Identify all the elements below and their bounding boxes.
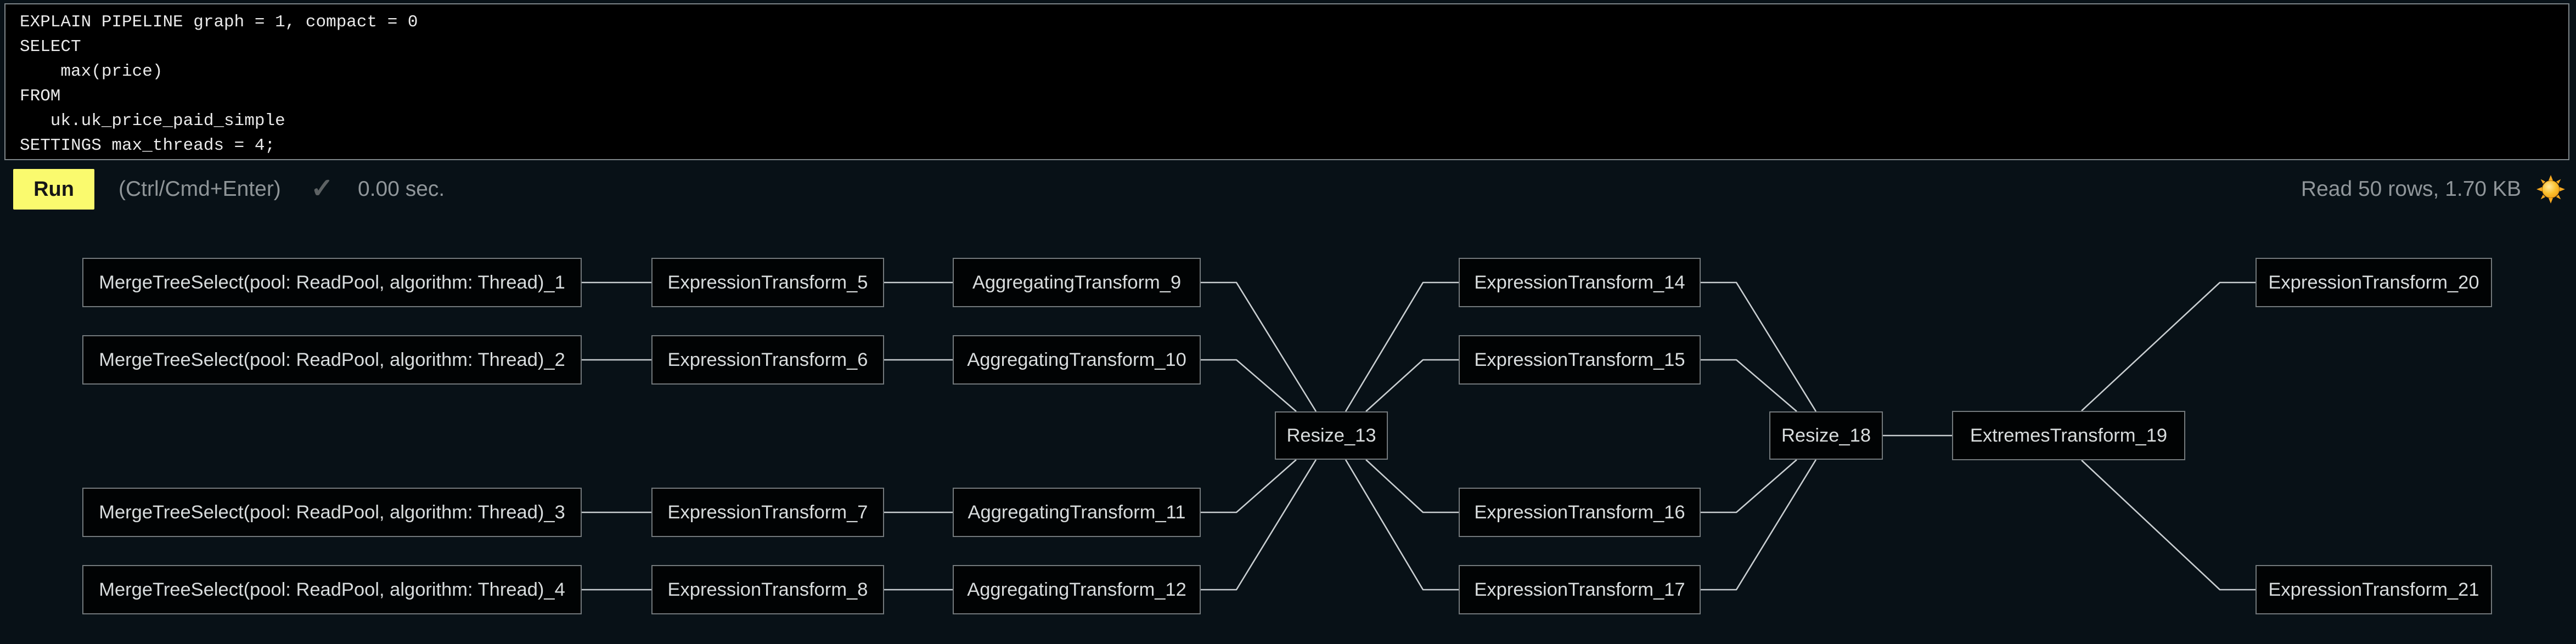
- edge-ex19-et21: [2081, 460, 2256, 591]
- edge-ag12-rz13: [1201, 459, 1317, 591]
- graph-node-mts3: MergeTreeSelect(pool: ReadPool, algorith…: [82, 488, 582, 537]
- edge-ag10-rz13: [1201, 359, 1297, 412]
- shortcut-hint: (Ctrl/Cmd+Enter): [119, 177, 281, 201]
- sql-line-5: uk.uk_price_paid_simple: [20, 111, 285, 131]
- graph-node-et21: ExpressionTransform_21: [2256, 565, 2492, 614]
- graph-node-mts2: MergeTreeSelect(pool: ReadPool, algorith…: [82, 335, 582, 385]
- edge-et16-rz18: [1701, 459, 1797, 513]
- graph-node-ag10: AggregatingTransform_10: [953, 335, 1201, 385]
- graph-node-et5: ExpressionTransform_5: [651, 258, 884, 307]
- sql-editor[interactable]: EXPLAIN PIPELINE graph = 1, compact = 0 S…: [4, 3, 2569, 160]
- success-check-icon: ✓: [311, 173, 334, 204]
- graph-node-et6: ExpressionTransform_6: [651, 335, 884, 385]
- edge-rz13-et15: [1365, 359, 1459, 412]
- edge-rz13-et17: [1345, 459, 1459, 591]
- read-stats: Read 50 rows, 1.70 KB: [2301, 177, 2521, 201]
- elapsed-time: 0.00 sec.: [358, 177, 445, 201]
- graph-node-et14: ExpressionTransform_14: [1459, 258, 1701, 307]
- toolbar: Run (Ctrl/Cmd+Enter) ✓ 0.00 sec. Read 50…: [0, 162, 2576, 223]
- edge-rz13-et14: [1345, 281, 1459, 412]
- graph-node-et15: ExpressionTransform_15: [1459, 335, 1701, 385]
- sql-line-2: SELECT: [20, 37, 81, 57]
- sql-line-1: EXPLAIN PIPELINE graph = 1, compact = 0: [20, 13, 418, 32]
- graph-node-ag9: AggregatingTransform_9: [953, 258, 1201, 307]
- edge-rz13-et16: [1365, 459, 1459, 513]
- edge-et17-rz18: [1701, 459, 1817, 591]
- graph-node-rz18: Resize_18: [1769, 411, 1883, 460]
- graph-node-ag11: AggregatingTransform_11: [953, 488, 1201, 537]
- sun-icon[interactable]: [2535, 174, 2566, 205]
- edge-ex19-et20: [2081, 281, 2256, 411]
- edge-et15-rz18: [1701, 359, 1797, 412]
- right-status: Read 50 rows, 1.70 KB: [2301, 162, 2566, 216]
- edge-ag11-rz13: [1201, 459, 1297, 513]
- graph-node-mts4: MergeTreeSelect(pool: ReadPool, algorith…: [82, 565, 582, 614]
- graph-node-ag12: AggregatingTransform_12: [953, 565, 1201, 614]
- sql-line-3: max(price): [20, 62, 163, 81]
- graph-node-et16: ExpressionTransform_16: [1459, 488, 1701, 537]
- graph-node-ex19: ExtremesTransform_19: [1952, 411, 2185, 460]
- graph-node-rz13: Resize_13: [1275, 411, 1388, 460]
- edge-et14-rz18: [1701, 281, 1817, 412]
- graph-node-et17: ExpressionTransform_17: [1459, 565, 1701, 614]
- graph-node-et8: ExpressionTransform_8: [651, 565, 884, 614]
- run-button[interactable]: Run: [13, 169, 94, 210]
- edge-ag9-rz13: [1201, 281, 1317, 412]
- sql-line-4: FROM: [20, 87, 61, 106]
- sql-line-6: SETTINGS max_threads = 4;: [20, 136, 275, 155]
- graph-node-mts1: MergeTreeSelect(pool: ReadPool, algorith…: [82, 258, 582, 307]
- graph-node-et20: ExpressionTransform_20: [2256, 258, 2492, 307]
- graph-node-et7: ExpressionTransform_7: [651, 488, 884, 537]
